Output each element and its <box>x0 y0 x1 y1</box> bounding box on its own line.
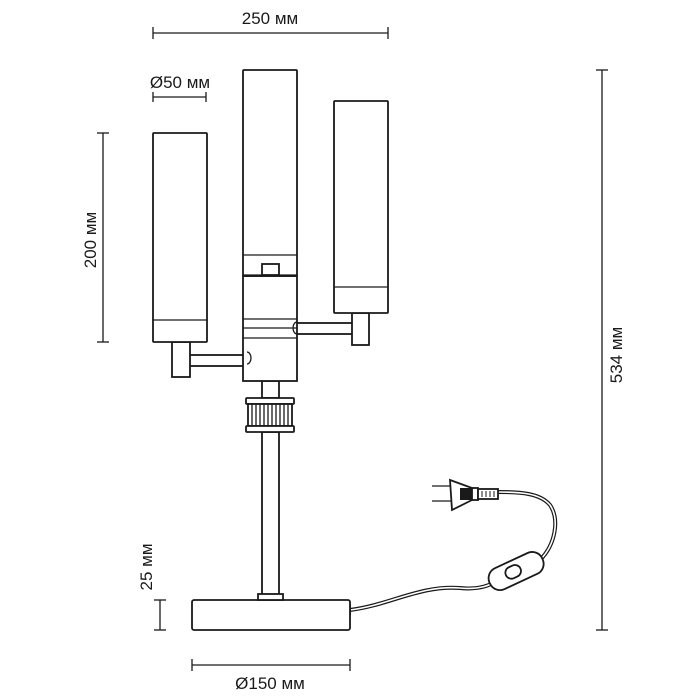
right-shade <box>333 100 389 314</box>
center-shade <box>242 69 298 277</box>
plug <box>432 478 499 512</box>
shade-diameter-label: Ø50 мм <box>150 73 210 92</box>
right-arm <box>293 312 370 346</box>
left-shade <box>152 132 208 343</box>
base-height-label: 25 мм <box>137 543 156 590</box>
knurled-nut <box>245 380 295 433</box>
lamp-base <box>191 599 351 631</box>
center-body <box>242 275 298 382</box>
dim-base-height: 25 мм <box>137 543 166 631</box>
base-diameter-label: Ø150 мм <box>235 674 305 693</box>
total-height-label: 534 мм <box>607 327 626 383</box>
dim-shade-height: 200 мм <box>81 132 109 343</box>
shade-height-label: 200 мм <box>81 212 100 268</box>
width-total-label: 250 мм <box>242 9 298 28</box>
lamp-stem <box>261 431 280 597</box>
power-cord <box>347 478 558 615</box>
dim-base-diameter: Ø150 мм <box>191 659 351 693</box>
dim-shade-diameter: Ø50 мм <box>150 73 210 102</box>
dim-width-total: 250 мм <box>152 9 389 39</box>
stem-collar <box>257 593 284 601</box>
dim-total-height: 534 мм <box>596 69 626 631</box>
inline-switch <box>487 551 545 591</box>
left-arm <box>171 341 248 378</box>
